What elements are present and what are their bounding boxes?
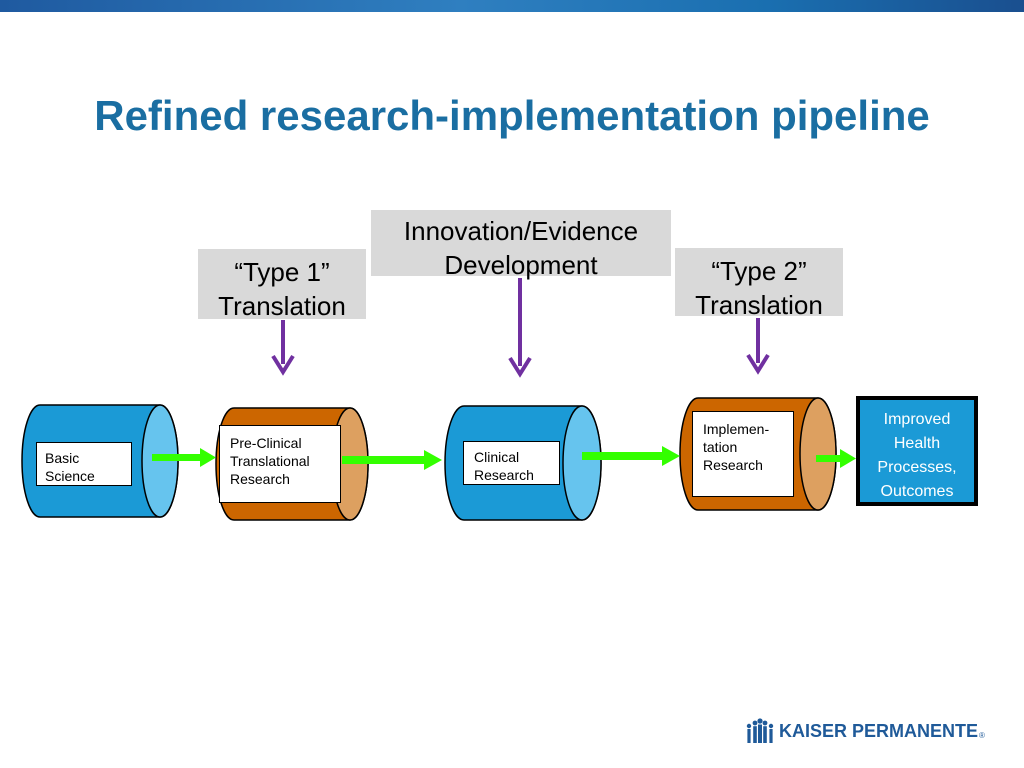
kaiser-people-icon	[746, 718, 774, 743]
innovation-evidence-callout: Innovation/Evidence Development	[371, 210, 671, 280]
flow-arrow-clinical-to-implementation	[582, 446, 680, 466]
type2-translation-callout: “Type 2” Translation	[675, 248, 843, 320]
logo-registered-mark: ®	[979, 731, 985, 740]
flow-arrow-preclinical-to-clinical	[342, 450, 442, 470]
type2-down-arrow	[746, 318, 770, 375]
type1-down-arrow	[271, 320, 295, 376]
innovation-down-arrow	[508, 278, 532, 378]
logo-text: KAISER PERMANENTE	[779, 720, 979, 741]
slide-title: Refined research-implementation pipeline	[94, 92, 930, 139]
flow-arrow-basic-to-preclinical	[152, 448, 216, 467]
improved-health-outcomes-box: Improved Health Processes, Outcomes	[856, 396, 978, 506]
top-banner	[0, 0, 1024, 12]
implementation-research-label: Implemen- tation Research	[692, 411, 794, 497]
clinical-research-label: Clinical Research	[463, 441, 560, 485]
preclinical-label: Pre-Clinical Translational Research	[219, 425, 341, 503]
flow-arrow-implementation-to-outcome	[816, 449, 856, 468]
basic-science-label: Basic Science	[36, 442, 132, 486]
type1-translation-callout: “Type 1” Translation	[198, 249, 366, 321]
kaiser-permanente-logo: KAISER PERMANENTE ®	[745, 716, 985, 746]
